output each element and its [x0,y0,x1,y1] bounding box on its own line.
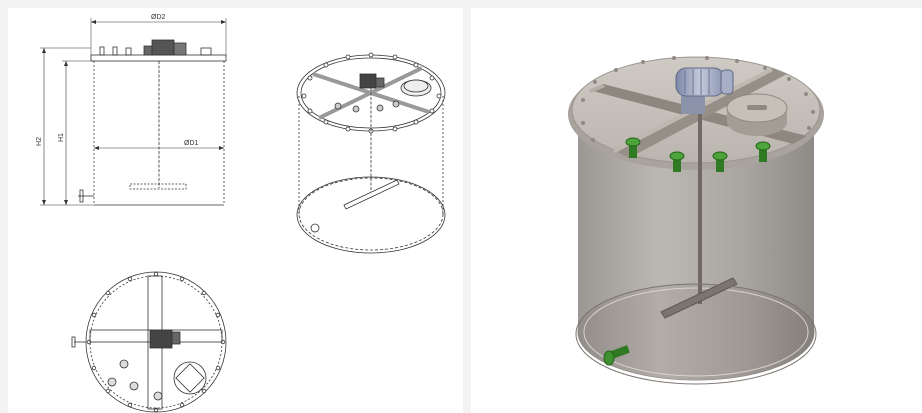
side-elevation-view [40,18,227,206]
technical-drawing: ØD2 ØD1 H2 H1 [36,14,446,413]
plan-view [71,271,227,413]
isometric-wireframe-view [296,52,446,254]
dimension-label-d2: ØD2 [151,14,166,21]
tank-render-panel [471,8,922,413]
dimension-label-h1: H1 [58,133,65,142]
dimension-label-d1: ØD1 [184,140,199,147]
technical-drawing-panel: ØD2 ØD1 H2 H1 [8,8,463,413]
tank-3d-render [568,56,824,385]
tank-render [568,56,824,385]
dimension-label-h2: H2 [36,137,43,146]
